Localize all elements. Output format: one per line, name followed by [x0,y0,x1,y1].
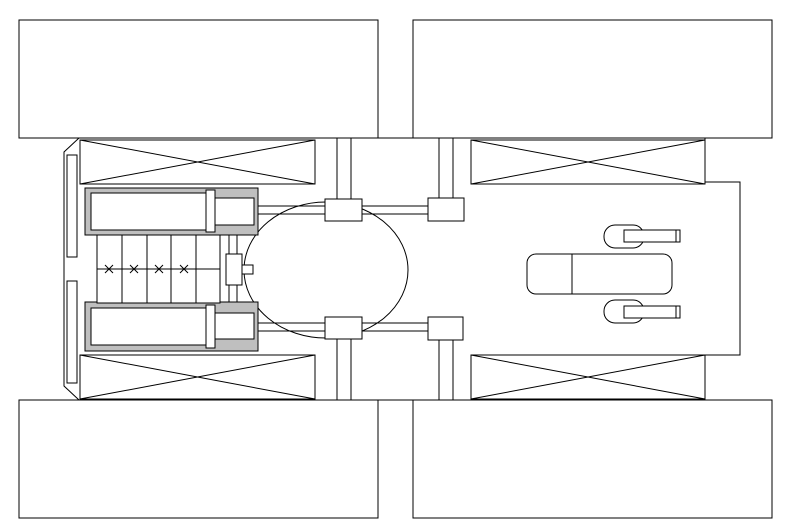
seat-base [526,253,673,295]
bearing-block [427,316,464,341]
rail-rear-bottom [438,338,454,401]
battery-pack [96,234,221,304]
bearing-blocks [324,197,465,341]
motor-flange [205,189,216,233]
shaft-bottom-a [253,322,327,332]
wheel-rear-left [412,19,773,139]
coupling-block [225,253,243,286]
shaft-top-a [253,205,327,215]
wheel-front-left [18,19,379,139]
rail-front-top [336,137,352,200]
fender-front-top [79,139,316,185]
bumper-bar-upper [66,154,78,258]
frame-rails [336,137,454,401]
wheel-rear-right [412,399,773,519]
bearing-block [427,197,465,222]
bearing-block [324,198,363,222]
rail-front-bottom [336,338,352,401]
shaft-top-b [361,205,429,215]
coupling-stub [241,264,254,275]
pedal-upper [603,224,681,249]
motor-unit-top [84,187,259,236]
front-bumper [66,154,78,384]
rail-rear-top [438,137,454,200]
fender-rear-bottom [470,354,706,400]
driver-seat [526,253,673,295]
pedal-lower [603,299,681,324]
fender-front-bottom [79,354,316,400]
motor-gearbox [214,312,255,340]
fender-rear-top [470,139,706,185]
bumper-bar-lower [66,280,78,384]
motor-unit-bottom [84,301,259,352]
coupling [225,253,254,286]
motor-flange [205,304,216,349]
bearing-block [324,316,363,340]
battery-terminal-marks [104,264,189,274]
motor-body [90,192,209,231]
wheel-front-right [18,399,379,519]
motor-gearbox [214,197,255,226]
motor-body [90,307,209,346]
